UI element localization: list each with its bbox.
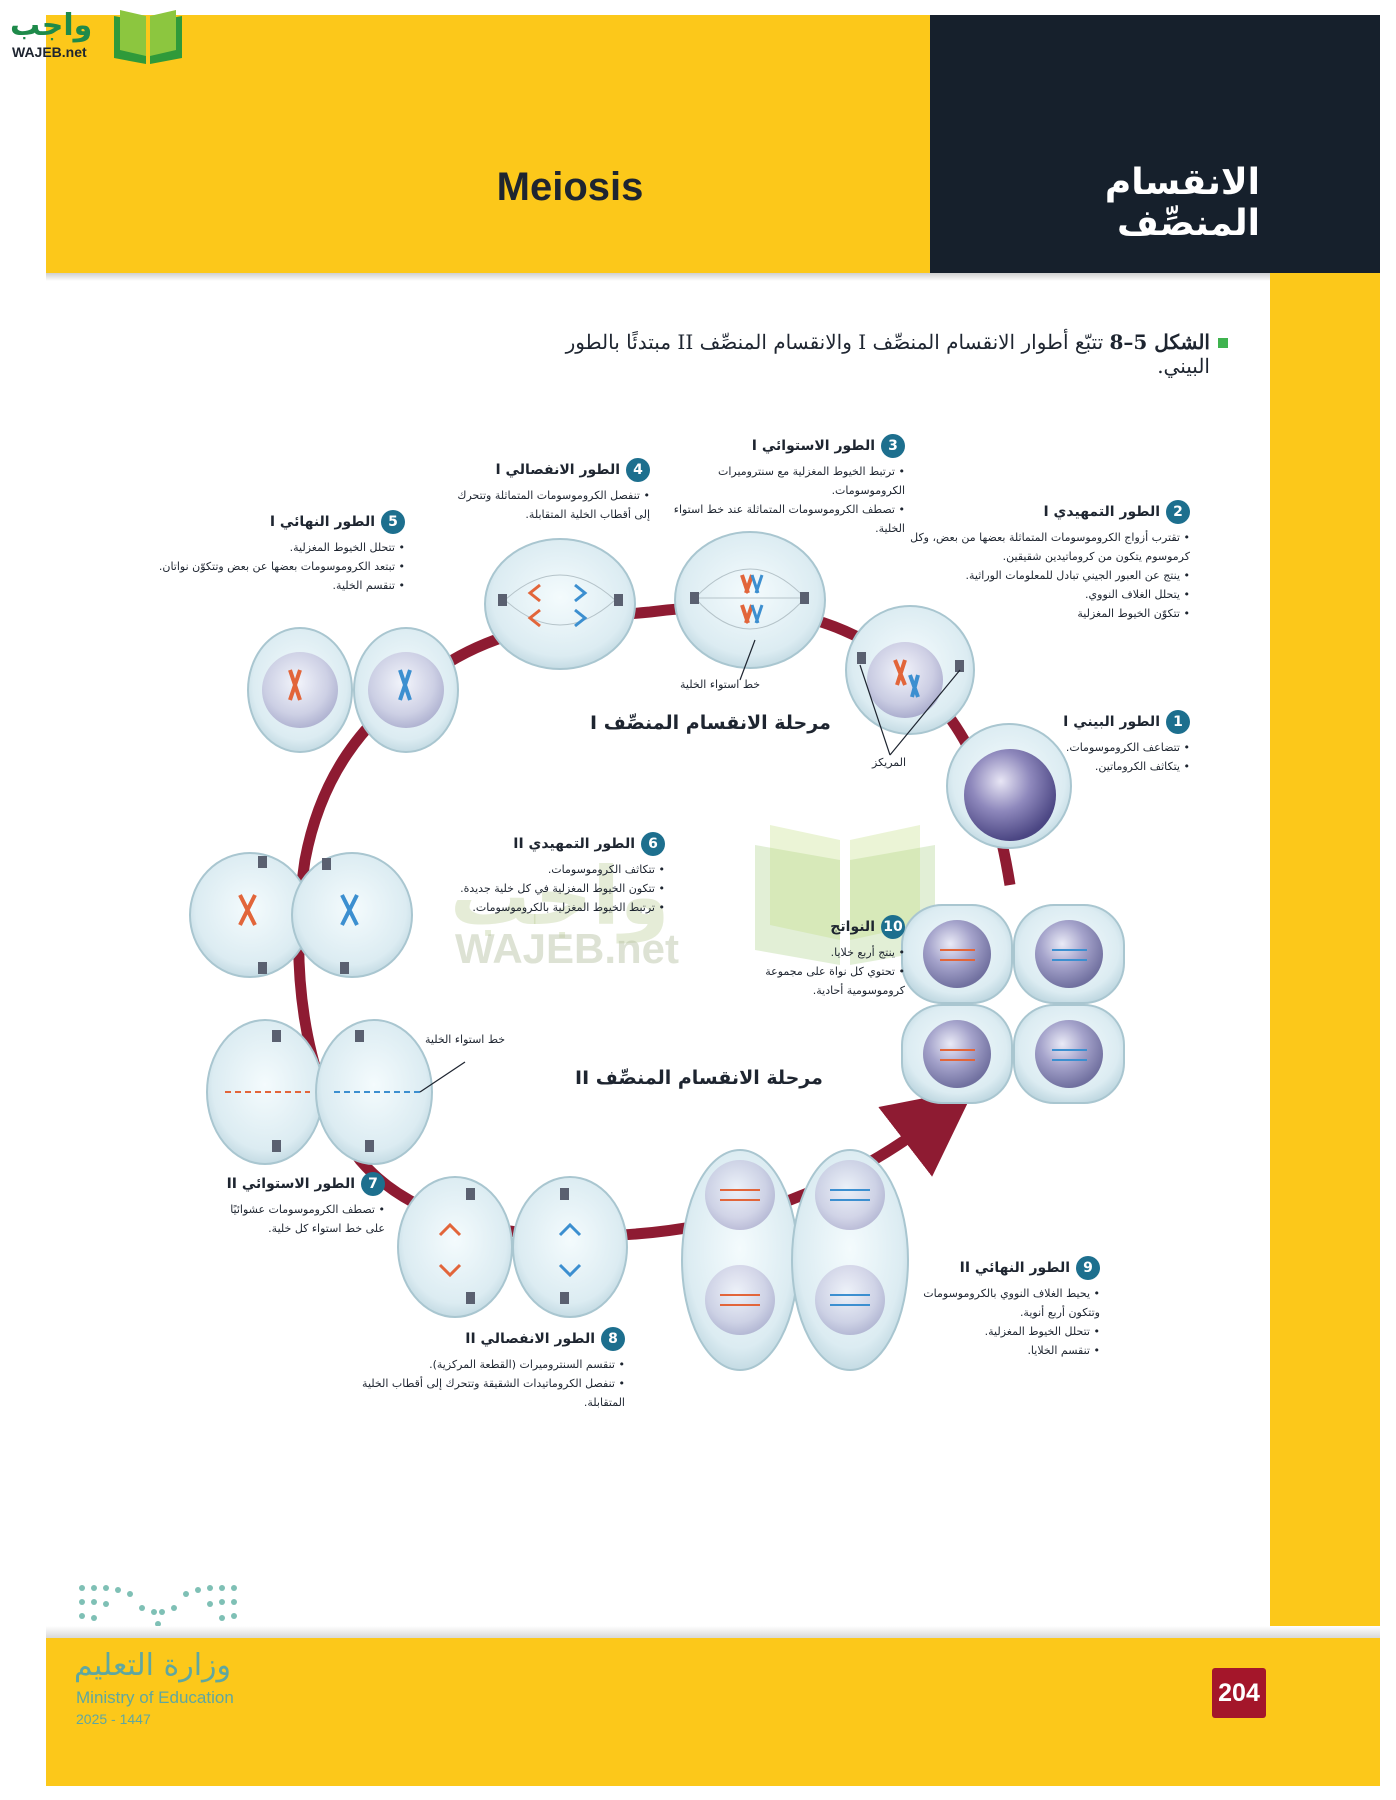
stage-point: تنقسم الخلايا.: [900, 1341, 1100, 1360]
stage-badge: 6: [641, 832, 665, 856]
stage-point: ترتبط الخيوط المغزلية مع سنتروميرات الكر…: [665, 462, 905, 500]
logo-text-arabic: واجب: [10, 8, 93, 43]
cell-prophase-1: [845, 605, 975, 735]
stage-badge: 5: [381, 510, 405, 534]
stage-point: تنقسم الخلية.: [150, 576, 405, 595]
footer-shadow: [46, 1626, 1380, 1638]
stage-9-text: 9 الطور النهائي II يحيط الغلاف النووي بال…: [900, 1256, 1100, 1360]
stage-title: الطور الانفصالي I: [495, 462, 620, 478]
stage-point: تتضاعف الكروموسومات.: [1050, 738, 1190, 757]
stage-point: تتكون الخيوط المغزلية في كل خلية جديدة.: [420, 879, 665, 898]
cell-telophase-1: [247, 627, 459, 753]
stage-badge: 2: [1166, 500, 1190, 524]
cell-prophase-2: [189, 852, 413, 978]
stage-4-text: 4 الطور الانفصالي I تنفصل الكروموسومات ال…: [440, 458, 650, 524]
stage-7-text: 7 الطور الاستوائي II تصطف الكروموسومات عش…: [225, 1172, 385, 1238]
stage-point: تقترب أزواج الكروموسومات المتماثلة بعضها…: [905, 528, 1190, 566]
equator1-pointer: [739, 639, 756, 681]
footer-band: [46, 1638, 1380, 1786]
cell-anaphase-1: [484, 538, 636, 670]
stage-title: الطور التمهيدي I: [1043, 504, 1160, 520]
stage-point: تتكوّن الخيوط المغزلية: [905, 604, 1190, 623]
cell-metaphase-2: [206, 1019, 433, 1165]
equator2-pointer: [419, 1061, 466, 1093]
stage-badge: 7: [361, 1172, 385, 1196]
stage-badge: 10: [881, 915, 905, 939]
stage-point: تحتوي كل نواة على مجموعة كروموسومية أحاد…: [730, 962, 905, 1000]
stage-title: الطور النهائي II: [959, 1260, 1070, 1276]
page-title-arabic: الانقسام المنصِّف: [1104, 162, 1260, 244]
stage-point: تتحلل الخيوط المغزلية.: [150, 538, 405, 557]
stage-point: ينتج أربع خلايا.: [730, 943, 905, 962]
stage-8-text: 8 الطور الانفصالي II تنقسم السنتروميرات (…: [345, 1327, 625, 1412]
stage-badge: 4: [626, 458, 650, 482]
stage-2-text: 2 الطور التمهيدي I تقترب أزواج الكروموسوم…: [905, 500, 1190, 623]
stage-point: تنفصل الكروماتيدات الشقيقة وتتحرك إلى أق…: [345, 1374, 625, 1412]
caption-text: تتبّع أطوار الانقسام المنصِّف I والانقسا…: [565, 330, 1210, 378]
stage-title: النواتج: [830, 919, 875, 935]
ministry-name-arabic: وزارة التعليم: [74, 1648, 232, 1683]
header-shadow: [46, 273, 1380, 281]
stage-badge: 3: [881, 434, 905, 458]
stage-title: الطور التمهيدي II: [513, 836, 635, 852]
stage-1-text: 1 الطور البيني I تتضاعف الكروموسومات. يتك…: [1050, 710, 1190, 776]
phase-title-meiosis-1: مرحلة الانقسام المنصِّف I: [590, 712, 831, 734]
phase-title-meiosis-2: مرحلة الانقسام المنصِّف II: [575, 1067, 823, 1089]
cell-telophase-2: [681, 1149, 909, 1371]
stage-badge: 9: [1076, 1256, 1100, 1280]
stage-point: تصطف الكروموسومات عشوائيًا على خط استواء…: [225, 1200, 385, 1238]
stage-title: الطور البيني I: [1063, 714, 1160, 730]
stage-10-text: 10 النواتج ينتج أربع خلايا. تحتوي كل نواة…: [730, 915, 905, 1000]
stage-3-text: 3 الطور الاستوائي I ترتبط الخيوط المغزلية…: [665, 434, 905, 538]
stage-point: تبتعد الكروموسومات بعضها عن بعض وتتكوّن …: [150, 557, 405, 576]
page-number: 204: [1212, 1668, 1266, 1718]
stage-point: تصطف الكروموسومات المتماثلة عند خط استوا…: [665, 500, 905, 538]
stage-badge: 1: [1166, 710, 1190, 734]
ministry-logo-icon: [79, 1585, 237, 1627]
label-equator-1: خط استواء الخلية: [680, 678, 761, 691]
caption-bullet-icon: [1218, 338, 1228, 348]
header-title-panel: [930, 15, 1380, 273]
stage-title: الطور النهائي I: [269, 514, 375, 530]
stage-title: الطور الاستوائي I: [751, 438, 875, 454]
figure-caption: الشكل 5–8 تتبّع أطوار الانقسام المنصِّف …: [560, 330, 1210, 378]
stage-badge: 8: [601, 1327, 625, 1351]
cell-anaphase-2: [397, 1176, 628, 1318]
header-band: [46, 15, 930, 273]
cell-interphase: [946, 723, 1072, 849]
stage-point: تتكاثف الكروموسومات.: [420, 860, 665, 879]
stage-point: تتحلل الخيوط المغزلية.: [900, 1322, 1100, 1341]
book-logo-icon: [114, 10, 182, 64]
stage-point: ينتج عن العبور الجيني تبادل للمعلومات ال…: [905, 566, 1190, 585]
side-band: [1270, 273, 1380, 1638]
stage-title: الطور الانفصالي II: [465, 1331, 595, 1347]
cell-products: [901, 904, 1125, 1104]
stage-point: يتحلل الغلاف النووي.: [905, 585, 1190, 604]
stage-point: تنقسم السنتروميرات (القطعة المركزية).: [345, 1355, 625, 1374]
stage-point: يحيط الغلاف النووي بالكروموسومات وتتكون …: [900, 1284, 1100, 1322]
watermark-text-english: WAJEB.net: [455, 925, 680, 972]
cell-metaphase-1: [674, 531, 826, 669]
ministry-name-english: Ministry of Education: [76, 1688, 234, 1707]
label-centriole: المريكز: [872, 756, 907, 769]
stage-point: يتكاثف الكروماتين.: [1050, 757, 1190, 776]
centriole-pointer: [859, 664, 961, 756]
stage-point: تنفصل الكروموسومات المتماثلة وتتحرك إلى …: [440, 486, 650, 524]
logo-text-english: WAJEB.net: [12, 44, 87, 60]
stage-title: الطور الاستوائي II: [226, 1176, 355, 1192]
ministry-year: 2025 - 1447: [76, 1711, 151, 1727]
label-equator-2: خط استواء الخلية: [425, 1033, 506, 1046]
stage-point: ترتبط الخيوط المغزلية بالكروموسومات.: [420, 898, 665, 917]
page-title-english: Meiosis: [496, 165, 644, 209]
caption-label: الشكل 5–8: [1109, 330, 1211, 354]
